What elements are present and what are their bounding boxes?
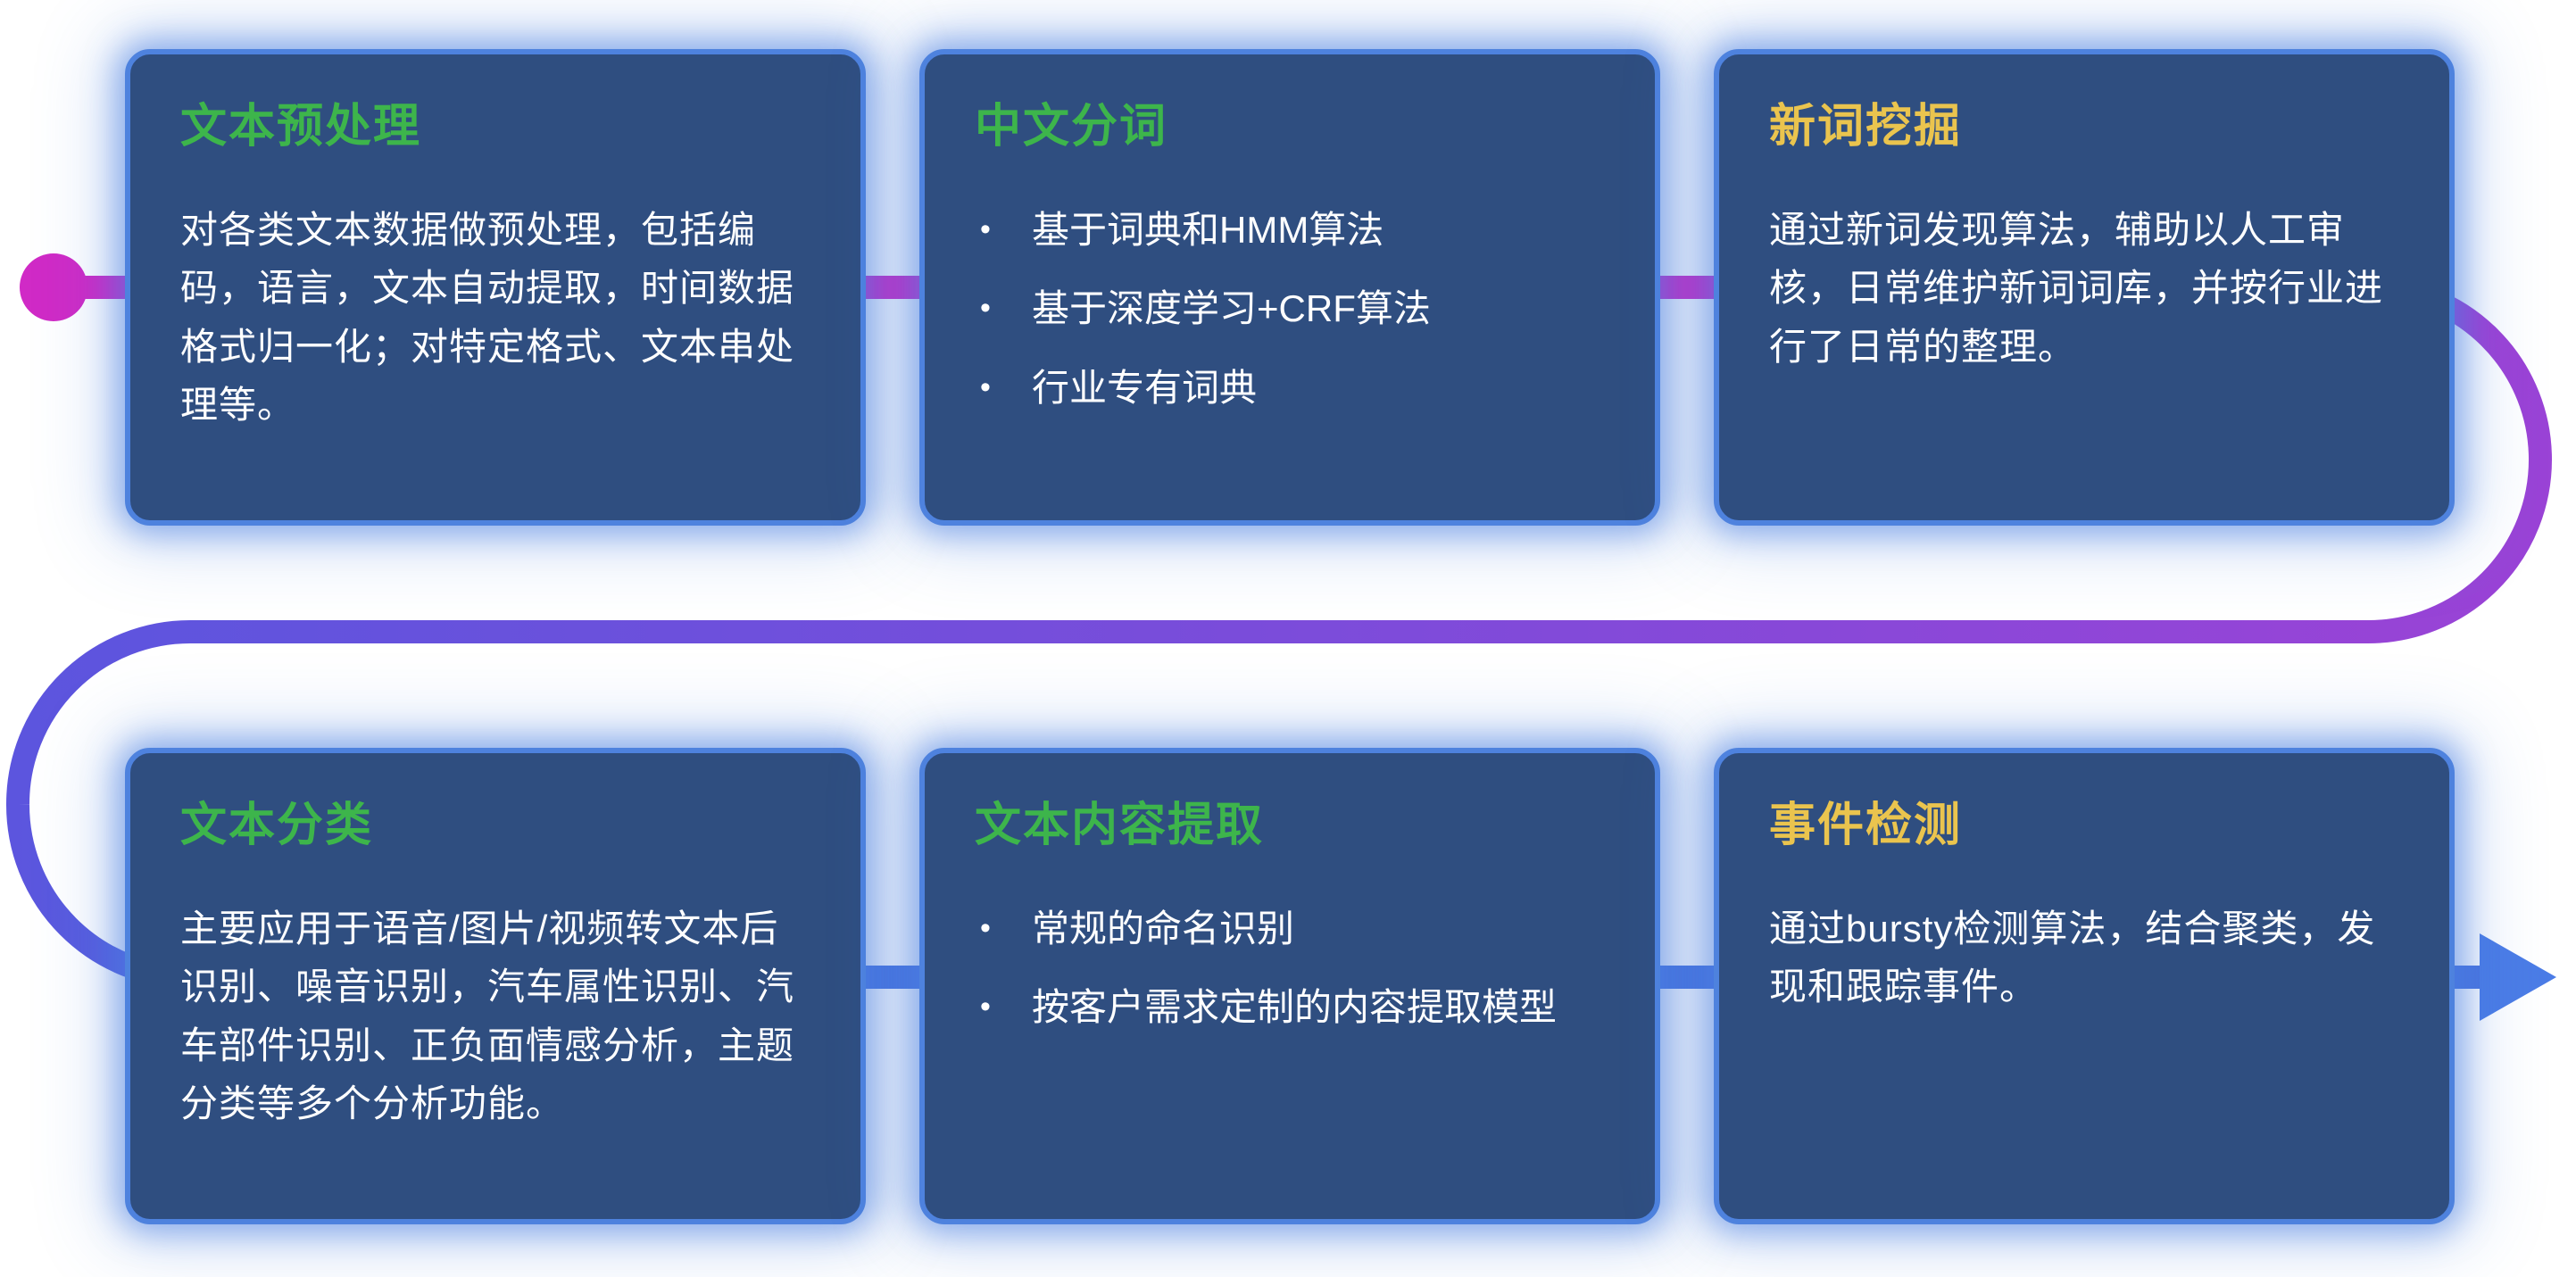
bullet-icon: • [980,212,991,247]
bullet-text: 行业专有词典 [1032,366,1258,409]
bullet-icon: • [980,990,991,1024]
bullet-item: • 按客户需求定制的内容提取模型 [975,978,1605,1036]
card-body-text: 通过bursty检测算法，结合聚类，发现和跟踪事件。 [1769,908,2376,1008]
bullet-list: • 基于词典和HMM算法 • 基于深度学习+CRF算法 • 行业专有词典 [975,201,1605,416]
card-text-content-extraction: 文本内容提取 • 常规的命名识别 • 按客户需求定制的内容提取模型 [919,748,1660,1224]
bullet-item: • 基于深度学习+CRF算法 [975,279,1605,337]
flow-segment-middle [6,459,2552,805]
bullet-text: 按客户需求定制的内容提取模型 [1032,986,1558,1029]
card-title: 新词挖掘 [1769,101,1963,153]
bullet-list: • 常规的命名识别 • 按客户需求定制的内容提取模型 [975,900,1605,1036]
bullet-text: 常规的命名识别 [1032,908,1295,950]
card-body-text: 主要应用于语音/图片/视频转文本后识别、噪音识别，汽车属性识别、汽车部件识别、正… [180,908,795,1124]
bullet-item: • 常规的命名识别 [975,900,1605,958]
card-body-text: 对各类文本数据做预处理，包括编码，语言，文本自动提取，时间数据格式归一化；对特定… [180,209,795,426]
card-body-text: 通过新词发现算法，辅助以人工审核，日常维护新词词库，并按行业进行了日常的整理。 [1769,209,2384,368]
bullet-text: 基于深度学习+CRF算法 [1032,287,1431,330]
bullet-icon: • [980,291,991,326]
flow-arrow-head-icon [2480,933,2556,1021]
card-text-classification: 文本分类 主要应用于语音/图片/视频转文本后识别、噪音识别，汽车属性识别、汽车部… [125,748,866,1224]
card-chinese-word-segmentation: 中文分词 • 基于词典和HMM算法 • 基于深度学习+CRF算法 • 行业专有词… [919,49,1660,526]
bullet-item: • 行业专有词典 [975,359,1605,417]
card-title: 文本内容提取 [975,800,1265,851]
card-title: 事件检测 [1769,800,1963,851]
flow-start-dot-icon [20,253,87,321]
bullet-item: • 基于词典和HMM算法 [975,201,1605,259]
card-title: 文本分类 [180,800,374,851]
bullet-text: 基于词典和HMM算法 [1032,209,1384,252]
bullet-icon: • [980,911,991,946]
bullet-icon: • [980,369,991,404]
card-new-word-mining: 新词挖掘 通过新词发现算法，辅助以人工审核，日常维护新词词库，并按行业进行了日常… [1714,49,2455,526]
card-title: 文本预处理 [180,101,422,153]
card-text-preprocessing: 文本预处理 对各类文本数据做预处理，包括编码，语言，文本自动提取，时间数据格式归… [125,49,866,526]
card-title: 中文分词 [975,101,1168,153]
card-event-detection: 事件检测 通过bursty检测算法，结合聚类，发现和跟踪事件。 [1714,748,2455,1224]
